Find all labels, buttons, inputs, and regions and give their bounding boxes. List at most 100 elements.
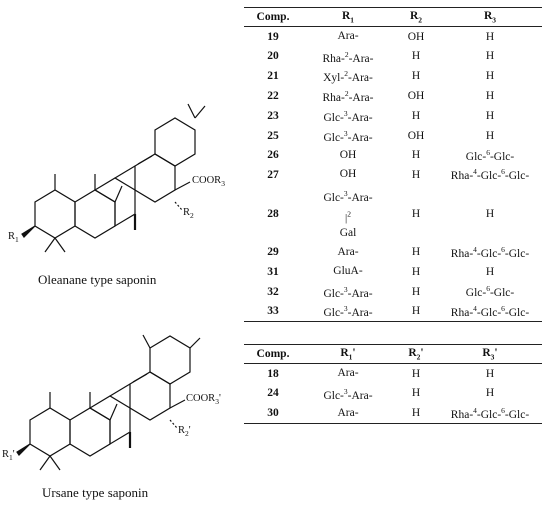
- table-row: 20 Rha-2-Ara- H H: [244, 47, 542, 67]
- r2-cell: H: [411, 305, 421, 318]
- r3-cell: H: [485, 50, 495, 63]
- r1-cell: Glc-3-Ara-: [323, 386, 373, 402]
- r1-cell: OH: [339, 148, 357, 161]
- r1-cell: Ara-: [337, 406, 359, 419]
- r3-header: R3': [482, 346, 498, 362]
- r1-cell: Ara-: [337, 245, 359, 258]
- r3-cell: Rha-4-Glc-6-Glc-: [450, 405, 530, 421]
- r2-cell: H: [411, 70, 421, 83]
- r3-cell: H: [485, 207, 495, 220]
- comp-cell: 28: [267, 207, 279, 220]
- ursane-skeleton-drawing: [16, 334, 201, 471]
- ursane-caption: Ursane type saponin: [42, 485, 149, 500]
- table-row: 30 Ara- H Rha-4-Glc-6-Glc-: [244, 403, 542, 424]
- r1-cell: GluA-: [333, 265, 363, 278]
- r2-cell: OH: [407, 90, 425, 103]
- table-row: 22 Rha-2-Ara- OH H: [244, 86, 542, 106]
- r1-cell: Rha-2-Ara-: [322, 89, 374, 104]
- r3-cell: H: [485, 109, 495, 122]
- r2-cell: H: [411, 367, 421, 380]
- comp-cell: 27: [267, 168, 279, 181]
- comp-cell: 25: [267, 129, 279, 142]
- r2-cell: H: [411, 265, 421, 278]
- table-row: 31 GluA- H H: [244, 262, 542, 282]
- r2-cell: H: [411, 149, 421, 162]
- r1-header: R1': [340, 346, 356, 362]
- oleanane-coor3-label: COOR3: [192, 175, 225, 189]
- r2-cell: OH: [407, 129, 425, 142]
- table-row: 32 Glc-3-Ara- H Glc-6-Glc-: [244, 282, 542, 302]
- comp-cell: 22: [267, 90, 279, 103]
- table-row: 25 Glc-3-Ara- OH H: [244, 126, 542, 146]
- comp-cell: 26: [267, 149, 279, 162]
- oleanane-r2-label: R2: [183, 207, 194, 221]
- table-row: 19 Ara- OH H: [244, 27, 542, 47]
- r3-cell: Glc-6-Glc-: [465, 284, 515, 299]
- r2-cell: H: [411, 285, 421, 298]
- comp-cell: 32: [267, 285, 279, 298]
- table-row: 21 Xyl-2-Ara- H H: [244, 66, 542, 86]
- comp-cell: 23: [267, 109, 279, 122]
- table-row: 29 Ara- H Rha-4-Glc-6-Glc-: [244, 243, 542, 263]
- r3-cell: Glc-6-Glc-: [465, 147, 515, 163]
- ursane-coor3-label: COOR3': [186, 393, 221, 407]
- oleanane-caption: Oleanane type saponin: [38, 272, 157, 287]
- r3-cell: Rha-4-Glc-6-Glc-: [450, 303, 530, 319]
- r1-cell: OH: [339, 168, 357, 181]
- r1-cell: Rha-2-Ara-: [322, 49, 374, 65]
- comp-cell: 29: [267, 246, 279, 259]
- r1-cell: Glc-3-Ara-: [323, 284, 373, 300]
- comp-cell: 30: [267, 407, 279, 420]
- comp-cell: 20: [267, 50, 279, 63]
- r3-cell: H: [485, 90, 495, 103]
- comp-cell: 21: [267, 70, 279, 83]
- table-header-row: Comp. R1' R2' R3': [244, 344, 542, 364]
- r1-cell: Glc-3-Ara-: [323, 108, 373, 124]
- ursane-structure: COOR3' R2' R1' Ursane type saponin: [0, 330, 235, 505]
- comp-cell: 19: [267, 30, 279, 43]
- r1-cell: Ara-: [337, 30, 359, 43]
- r1-cell: Glc-3-Ara-: [323, 128, 373, 144]
- oleanane-structure: COOR3 R2 R1 Oleanane type saponin: [0, 90, 235, 290]
- r1-cell: Ara-: [337, 367, 359, 380]
- r3-cell: H: [485, 70, 495, 83]
- r2-header: R2': [408, 346, 424, 362]
- r2-cell: H: [411, 207, 421, 220]
- r2-cell: H: [411, 109, 421, 122]
- r2-cell: OH: [407, 30, 425, 43]
- comp-cell: 31: [267, 265, 279, 278]
- comp-cell: 18: [267, 367, 279, 380]
- oleanane-r1-label: R1: [8, 231, 19, 245]
- r3-cell: Rha-4-Glc-6-Glc-: [450, 244, 530, 260]
- r3-cell: H: [485, 265, 495, 278]
- comp-header: Comp.: [256, 348, 290, 360]
- table-header-row: Comp. R1 R2 R3: [244, 7, 542, 27]
- r2-cell: H: [411, 50, 421, 63]
- comp-header: Comp.: [256, 11, 290, 23]
- r2-cell: H: [411, 168, 421, 181]
- r3-cell: H: [485, 30, 495, 43]
- comp-cell: 24: [267, 387, 279, 400]
- oleanane-skeleton-drawing: [21, 103, 206, 253]
- table-row: 23 Glc-3-Ara- H H: [244, 106, 542, 126]
- r3-cell: H: [485, 387, 495, 400]
- r3-header: R3: [483, 9, 497, 25]
- r2-cell: H: [411, 407, 421, 420]
- ursane-r2-label: R2': [178, 425, 191, 439]
- table-row: 26 OH H Glc-6-Glc-: [244, 146, 542, 166]
- r1-header: R1: [341, 9, 355, 25]
- r3-cell: H: [485, 129, 495, 142]
- ursane-r1-label: R1': [2, 449, 15, 463]
- comp-cell: 33: [267, 305, 279, 318]
- r1-cell: Xyl-2-Ara-: [323, 69, 373, 85]
- r2-cell: H: [411, 246, 421, 259]
- r2-header: R2: [409, 9, 423, 25]
